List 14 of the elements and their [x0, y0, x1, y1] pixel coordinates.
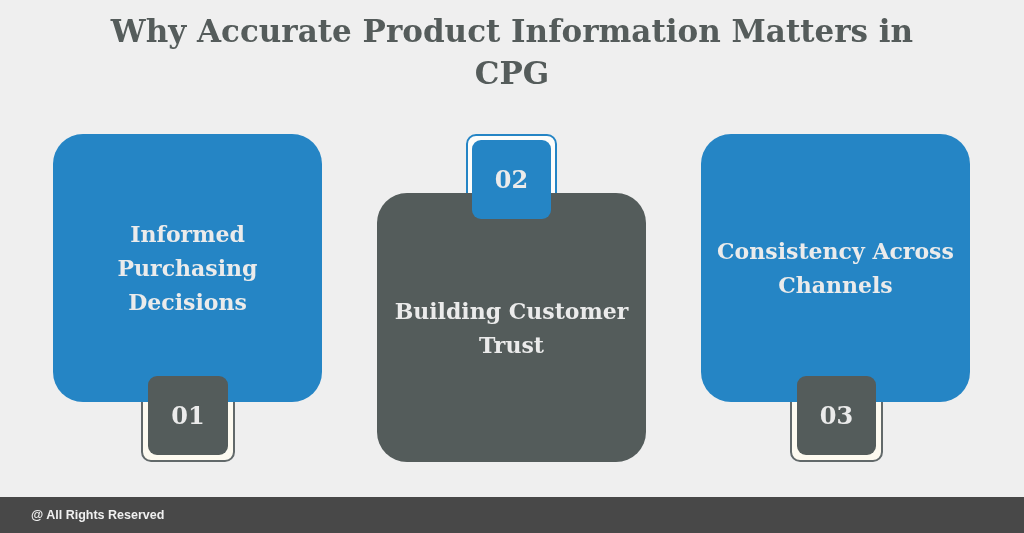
- card-title: Consistency Across Channels: [716, 237, 955, 300]
- step-number: 01: [171, 400, 205, 431]
- step-number: 03: [819, 400, 854, 431]
- rounded-card: [377, 193, 646, 462]
- number-tab: [141, 376, 235, 462]
- number-tab: [466, 134, 557, 219]
- rounded-card: [53, 134, 322, 402]
- card-title: Informed Purchasing Decisions: [116, 220, 259, 317]
- rounded-card: [701, 134, 970, 402]
- copyright-text: @ All Rights Reserved: [31, 506, 165, 524]
- step-number: 02: [494, 164, 529, 195]
- title: Why Accurate Product Information Matters in CPG: [109, 12, 915, 93]
- number-tab: [790, 376, 883, 462]
- card-title: Building Customer Trust: [393, 296, 630, 360]
